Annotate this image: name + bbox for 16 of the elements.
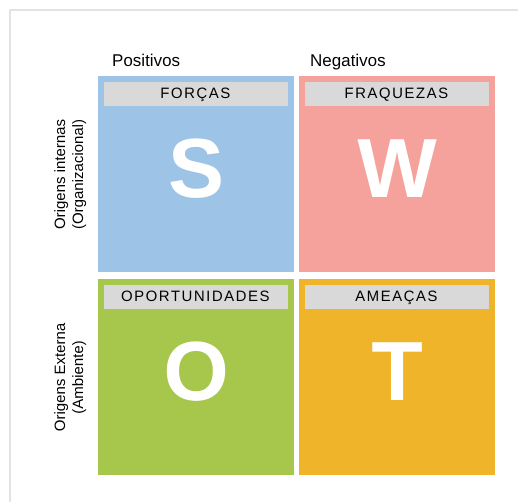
quadrant-letter: S (166, 120, 226, 216)
column-label: Negativos (310, 50, 386, 72)
header-bar: FORÇAS (104, 82, 288, 106)
quadrant-letter: W (356, 120, 438, 216)
header-bar: AMEAÇAS (305, 285, 489, 309)
row-label: Origens Externa (Ambiente) (52, 322, 88, 434)
column-label: Positivos (112, 50, 180, 72)
quadrant-letter: T (370, 323, 424, 419)
quadrant-box (299, 76, 495, 272)
header-bar: OPORTUNIDADES (104, 285, 288, 309)
quadrant-box (98, 76, 294, 272)
row-label: Origens internas (Organizacional) (52, 118, 88, 232)
quadrant-box (98, 279, 294, 475)
quadrant-box (299, 279, 495, 475)
quadrant-letter: O (162, 323, 230, 419)
header-bar: FRAQUEZAS (305, 82, 489, 106)
